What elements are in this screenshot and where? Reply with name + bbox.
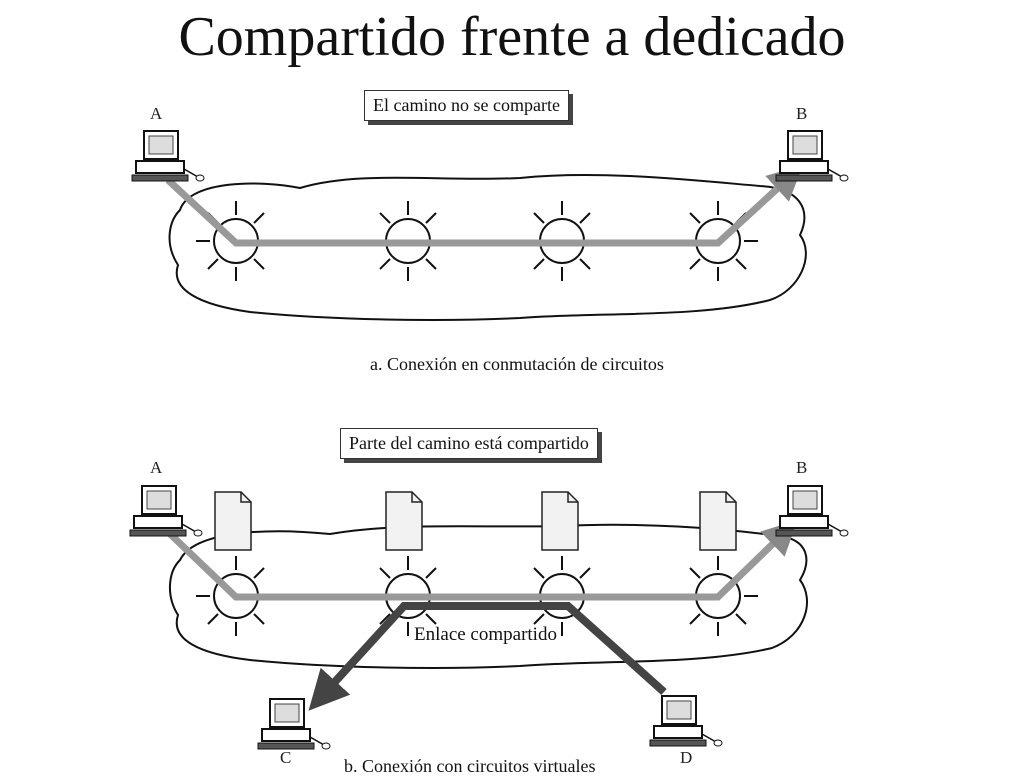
- node-b-label: B: [796, 458, 808, 477]
- computer-b-icon: [775, 130, 849, 182]
- computer-b-icon: [775, 485, 849, 537]
- slide-title: Compartido frente a dedicado: [178, 6, 846, 68]
- computer-d-icon: [649, 695, 723, 747]
- virtual-circuit-ab: [165, 519, 798, 601]
- computer-c-icon: [257, 698, 331, 750]
- path-not-shared-label: El camino no se comparte: [364, 90, 569, 121]
- document-icon: [541, 491, 579, 551]
- dedicated-path: [165, 165, 803, 247]
- computer-a-icon: [131, 130, 205, 182]
- virtual-circuit-dc: [308, 602, 667, 711]
- network-cloud-top: [168, 174, 807, 321]
- computer-a-icon: [129, 485, 203, 537]
- shared-link-label: Enlace compartido: [414, 624, 557, 645]
- node-d-label: D: [680, 748, 693, 767]
- node-b-label: B: [796, 104, 808, 123]
- document-icon: [385, 491, 423, 551]
- caption-circuit-switching: a. Conexión en conmutación de circuitos: [370, 354, 664, 374]
- node-a-label: A: [150, 458, 163, 477]
- path-partially-shared-label: Parte del camino está compartido: [340, 428, 598, 459]
- document-icon: [699, 491, 737, 551]
- document-icon: [214, 491, 252, 551]
- node-a-label: A: [150, 104, 163, 123]
- node-c-label: C: [280, 748, 292, 767]
- caption-virtual-circuits: b. Conexión con circuitos virtuales: [344, 756, 596, 776]
